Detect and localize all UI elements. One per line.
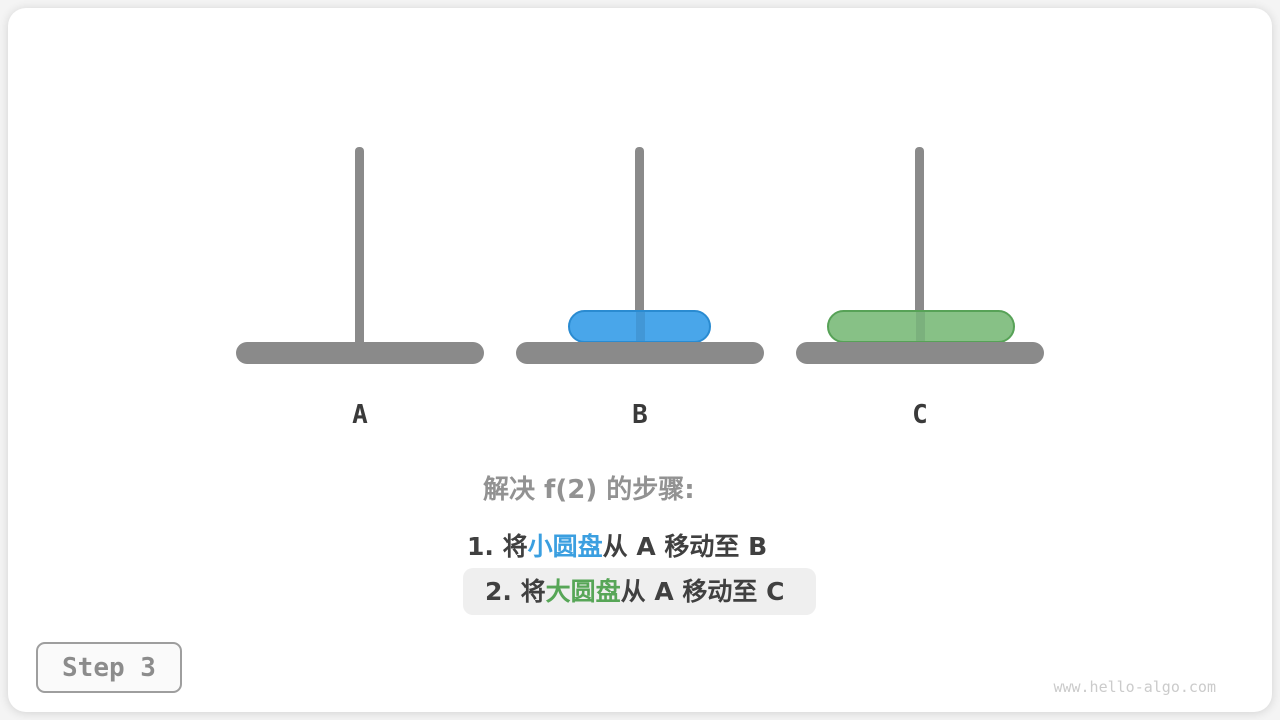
step-1-suffix: 从 A 移动至 B xyxy=(602,532,768,561)
step-2-suffix: 从 A 移动至 C xyxy=(620,577,785,606)
step-badge-label: Step 3 xyxy=(62,652,156,683)
peg-b-label: B xyxy=(632,400,648,430)
peg-b-base xyxy=(516,342,764,364)
peg-c-label: C xyxy=(912,400,928,430)
peg-a-pole xyxy=(355,147,364,353)
step-2-prefix: 2. 将 xyxy=(485,577,546,606)
step-badge: Step 3 xyxy=(36,642,182,693)
solution-step-1: 1. 将小圆盘从 A 移动至 B xyxy=(467,530,767,563)
peg-a-label: A xyxy=(352,400,368,430)
small-disk xyxy=(568,310,711,343)
peg-b-pole-through-disk xyxy=(636,312,645,341)
peg-c-pole xyxy=(915,147,924,353)
peg-a-base xyxy=(236,342,484,364)
peg-c-base xyxy=(796,342,1044,364)
step-1-disk-word: 小圆盘 xyxy=(527,532,603,561)
diagram-card: A B C 解决 f(2) 的步骤: 1. 将小圆盘从 A 移动至 B 2. 将… xyxy=(8,8,1272,712)
peg-c-pole-through-disk xyxy=(916,312,925,341)
solution-title: 解决 f(2) 的步骤: xyxy=(483,475,695,505)
watermark: www.hello-algo.com xyxy=(1053,678,1216,696)
large-disk xyxy=(827,310,1015,343)
step-1-prefix: 1. 将 xyxy=(467,532,528,561)
solution-step-2-highlighted: 2. 将大圆盘从 A 移动至 C xyxy=(463,568,816,615)
step-2-disk-word: 大圆盘 xyxy=(545,577,621,606)
peg-b-pole xyxy=(635,147,644,353)
